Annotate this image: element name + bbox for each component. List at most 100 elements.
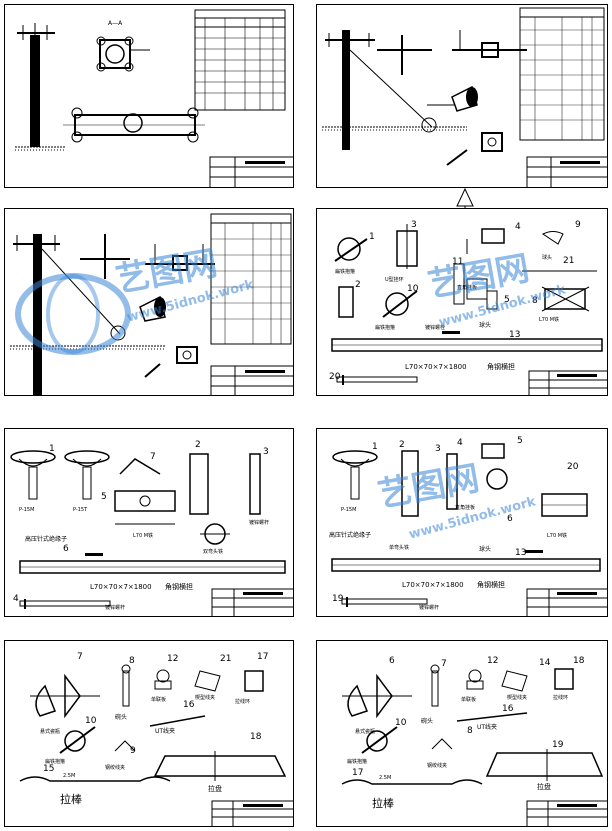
guy-wire (41, 248, 121, 335)
drawing-sheet-4: 1 2 3 10 4 11 9 21 5 8 13 20 U型挂环 球头 扁铁抱… (316, 208, 608, 396)
material-table (210, 213, 292, 345)
label-single-plate: 单联板 (461, 696, 476, 703)
section-view (99, 39, 131, 69)
sheet-6-drawing: 1 2 3 4 5 6 20 13 19 P-15M 高压针式绝缘子 单弯头铁 … (329, 436, 607, 616)
drawing-sheet-7: 7 8 12 21 17 10 16 9 18 15 悬式瓷瓶 单联板 楔型线夹… (4, 640, 294, 827)
label-p15t: P-15T (73, 507, 88, 513)
part-number-8: 8 (467, 726, 473, 736)
drawing-sheet-6: 1 2 3 4 5 6 20 13 19 P-15M 高压针式绝缘子 单弯头铁 … (316, 428, 608, 617)
part-number-20: 20 (329, 372, 341, 382)
label-pull-plate: 拉盘 (208, 784, 222, 793)
part-number-3: 3 (411, 220, 417, 230)
part-number-5: 5 (101, 492, 107, 502)
part-number-12: 12 (487, 656, 498, 666)
part-number-12: 12 (167, 654, 178, 664)
label-single-iron: 单弯头铁 (389, 544, 409, 551)
label-pull-plate: 拉盘 (537, 782, 551, 791)
title-block (209, 156, 293, 187)
part-number-6: 6 (507, 514, 513, 524)
label-clamp-b: 扁铁抱箍 (375, 324, 395, 331)
part-number-20: 20 (567, 462, 579, 472)
label-single-plate: 单联板 (151, 696, 166, 703)
drawing-sheet-2 (316, 4, 608, 188)
label-m-iron: L70 M铁 (133, 532, 153, 539)
part-number-11: 11 (452, 257, 463, 267)
label-bolt-a: 镀锌螺杆 (249, 519, 269, 526)
label-steel-clamp: 钢绞线夹 (105, 764, 125, 771)
part-number-8: 8 (532, 296, 538, 306)
label-bolt: 镀锌螺栓 (425, 324, 445, 331)
guy-wire (349, 49, 433, 128)
sheet-2-drawing (322, 7, 607, 187)
label-insulator: 高压针式绝缘子 (25, 535, 67, 543)
part-number-9: 9 (575, 220, 581, 230)
drawing-sheet-5: 1 2 3 7 5 6 4 P-15M P-15T 高压针式绝缘子 L70 M铁… (4, 428, 294, 617)
label-pull-rod: 拉棒 (60, 792, 82, 806)
label-ut-clamp: UT线夹 (477, 723, 497, 731)
part-number-10: 10 (407, 284, 419, 294)
label-m-iron: L70 M铁 (547, 532, 567, 539)
part-number-4: 4 (13, 594, 19, 604)
label-bowl-head: 碗头 (115, 713, 127, 721)
label-bracket: 直角挂板 (457, 284, 477, 291)
crossarm-dimension: L70×70×7×1800 (402, 581, 464, 589)
label-u-hoop: U型挂环 (385, 276, 404, 283)
label-dimension: 2.5M (63, 773, 75, 779)
pull-plate-shape (153, 755, 287, 777)
part-number-7: 7 (150, 452, 156, 462)
up-arrow-icon (456, 188, 474, 210)
title-block (528, 370, 607, 395)
crossarm-dimension: L70×70×7×1800 (90, 583, 152, 591)
label-bowl-head: 碗头 (421, 717, 433, 725)
part-number-10: 10 (85, 716, 97, 726)
sheet-3-drawing (10, 213, 293, 395)
part-number-10: 10 (395, 718, 407, 728)
part-number-6: 6 (389, 656, 395, 666)
drawing-sheet-8: 6 7 12 14 18 10 8 16 19 17 悬式瓷瓶 单联板 楔型线夹… (316, 640, 608, 827)
sheet-4-drawing: 1 2 3 10 4 11 9 21 5 8 13 20 U型挂环 球头 扁铁抱… (329, 220, 607, 395)
label-steel-clamp: 钢绞线夹 (427, 762, 447, 769)
part-number-4: 4 (515, 222, 521, 232)
watermark-globe-icon (15, 273, 131, 355)
pole (30, 35, 40, 147)
part-number-1: 1 (49, 444, 55, 454)
label-pull-rod: 拉棒 (372, 796, 394, 810)
part-number-13: 13 (509, 330, 520, 340)
label-clamp-a: 扁铁抱箍 (335, 268, 355, 275)
part-number-13: 13 (515, 548, 526, 558)
label-clamp: 扁铁抱箍 (45, 758, 65, 765)
crossarm-title: 角钢横担 (487, 362, 515, 371)
part-number-19: 19 (332, 594, 344, 604)
crossarm-title: 角钢横担 (477, 580, 505, 589)
title-block (526, 800, 607, 826)
part-number-2: 2 (195, 440, 201, 450)
label-wedge-clamp: 楔型线夹 (195, 694, 215, 701)
part-number-5: 5 (517, 436, 523, 446)
sheet-1-drawing: A—A (15, 9, 293, 187)
part-number-1: 1 (372, 442, 378, 452)
label-bolt: 镀锌螺杆 (419, 604, 439, 611)
part-number-17: 17 (257, 652, 268, 662)
label-dimension: 2.5M (379, 775, 391, 781)
section-label: A—A (108, 20, 123, 27)
label-ball-head: 球头 (479, 545, 491, 553)
label-insulator: 高压针式绝缘子 (329, 531, 371, 539)
part-number-21: 21 (563, 256, 574, 266)
part-number-15: 15 (43, 764, 54, 774)
part-number-21: 21 (220, 654, 231, 664)
label-p15m: P-15M (341, 507, 356, 513)
part-number-2: 2 (355, 280, 361, 290)
material-table (194, 9, 286, 111)
part-number-19: 19 (552, 740, 564, 750)
drawing-sheet-3: 艺图网 www.5idnok.work (4, 208, 294, 396)
part-number-16: 16 (502, 704, 514, 714)
label-wedge-clamp: 楔型线夹 (507, 694, 527, 701)
part-number-6: 6 (63, 544, 69, 554)
sheet-5-drawing: 1 2 3 7 5 6 4 P-15M P-15T 高压针式绝缘子 L70 M铁… (10, 440, 293, 616)
title-block (211, 800, 293, 826)
part-number-18: 18 (250, 732, 262, 742)
drawing-sheet-1: A—A (4, 4, 294, 188)
sheet-7-drawing: 7 8 12 21 17 10 16 9 18 15 悬式瓷瓶 单联板 楔型线夹… (19, 652, 293, 826)
label-ball-head-2: 球头 (479, 321, 491, 329)
title-block (211, 588, 293, 616)
